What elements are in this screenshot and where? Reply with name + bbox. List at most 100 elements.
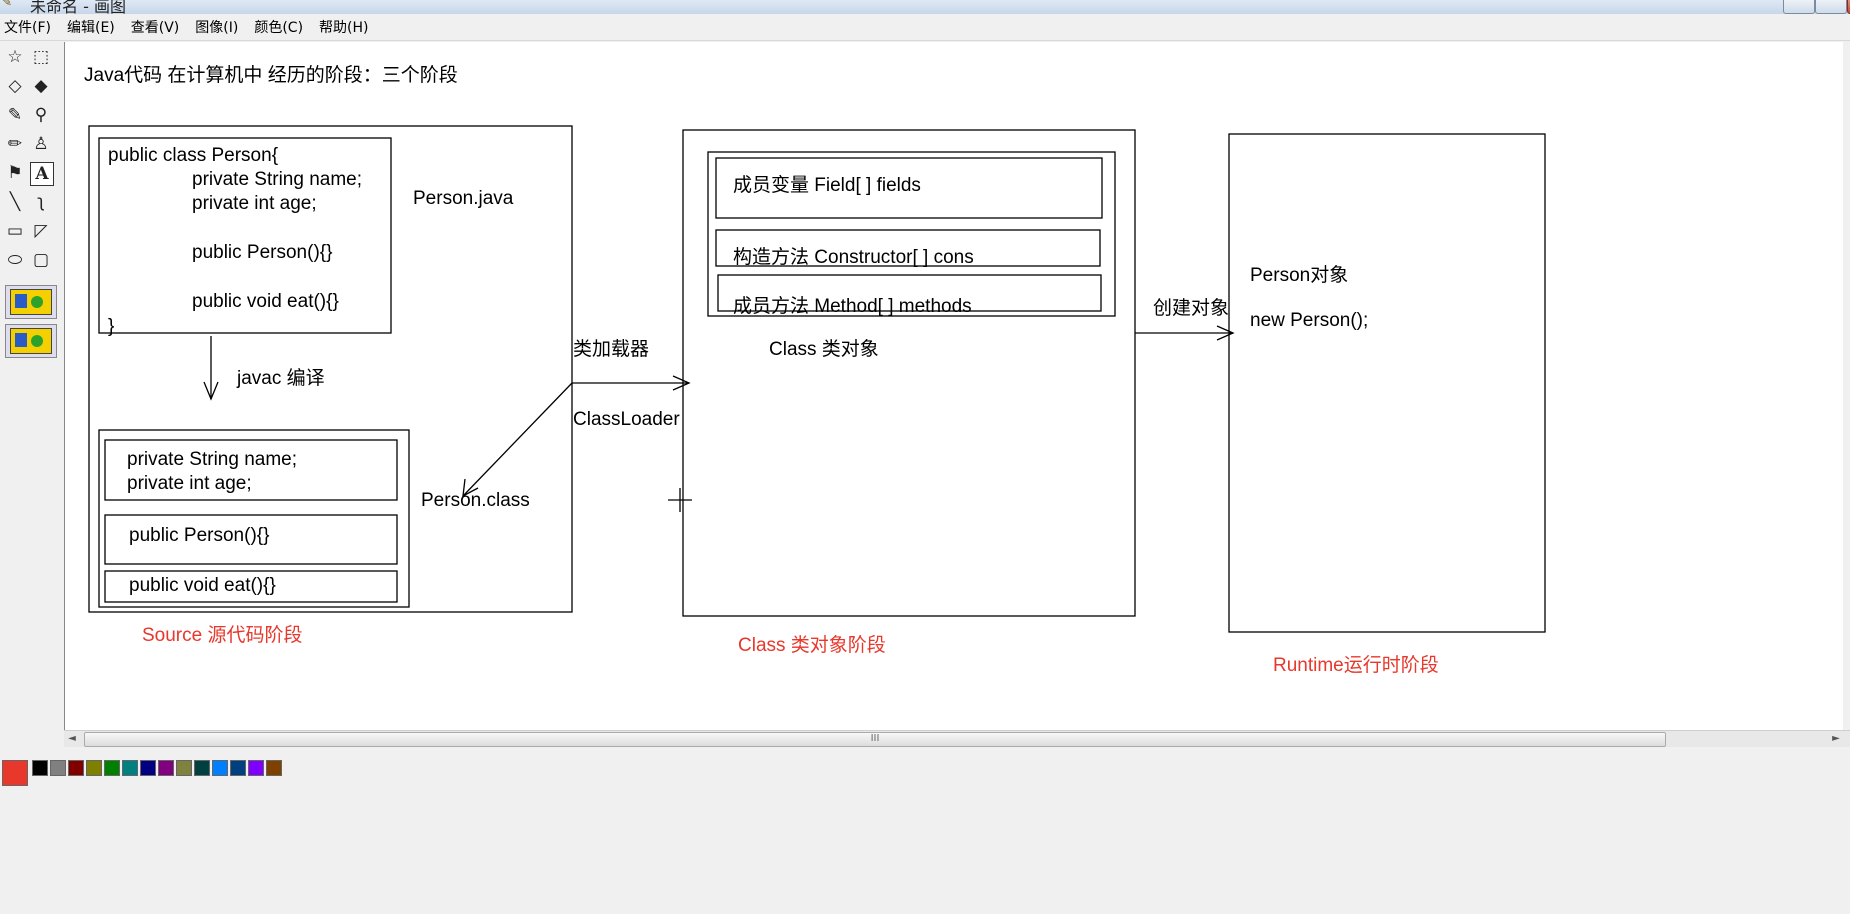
ellipse-tool-icon[interactable]: ⬭	[7, 250, 23, 270]
airbrush-icon[interactable]: ⚑	[7, 163, 23, 183]
scroll-thumb[interactable]: III	[84, 732, 1666, 747]
class-file-box	[98, 429, 410, 608]
window-title: 未命名 - 画图	[30, 0, 126, 14]
menu-colors[interactable]: 颜色(C)	[254, 20, 304, 36]
text-tool-icon[interactable]: A	[30, 162, 54, 186]
classloader-en-label: ClassLoader	[573, 409, 680, 430]
constructors-box	[715, 229, 1101, 267]
class-file-method: public void eat(){}	[129, 575, 276, 596]
current-color-indicator	[2, 760, 28, 786]
class-file-fields-box	[104, 439, 398, 501]
class-object-fields: 成员变量 Field[ ] fields	[733, 175, 921, 196]
polygon-tool-icon[interactable]: ◸	[34, 221, 48, 241]
runtime-new-label: new Person();	[1250, 310, 1369, 331]
javac-arrow-head	[203, 381, 219, 401]
source-code-box	[98, 137, 392, 334]
class-object-box	[707, 151, 1116, 317]
class-file-method-box	[104, 570, 398, 603]
drawing-canvas[interactable]: Java代码 在计算机中 经历的阶段：三个阶段 public class Per…	[64, 42, 1843, 730]
pencil-icon[interactable]: ✏	[7, 134, 23, 154]
methods-box	[717, 274, 1102, 312]
horizontal-scrollbar[interactable]: ◄ III ►	[64, 730, 1850, 747]
swatch-steel-blue[interactable]	[230, 760, 246, 776]
runtime-stage-box	[1228, 133, 1546, 633]
code-line-age: private int age;	[192, 193, 317, 214]
rounded-rect-tool-icon[interactable]: ▢	[32, 250, 50, 270]
swatch-teal[interactable]	[122, 760, 138, 776]
code-line-ctor: public Person(){}	[192, 242, 333, 263]
menu-image[interactable]: 图像(I)	[195, 20, 239, 36]
swatch-violet[interactable]	[248, 760, 264, 776]
opaque-option-icon	[10, 289, 52, 315]
runtime-stage-label: Runtime运行时阶段	[1273, 655, 1439, 676]
brush-icon[interactable]: ♙	[33, 134, 49, 154]
swatch-navy[interactable]	[140, 760, 156, 776]
classloader-cn-label: 类加载器	[573, 339, 650, 360]
title-bar: ✎ 未命名 - 画图	[0, 0, 1850, 14]
curve-tool-icon[interactable]: ʅ	[37, 192, 45, 212]
swatch-brown[interactable]	[266, 760, 282, 776]
create-object-arrow-head	[1216, 325, 1235, 341]
fields-box	[715, 157, 1103, 219]
maximize-button[interactable]	[1815, 0, 1847, 14]
source-stage-label: Source 源代码阶段	[142, 625, 303, 646]
color-palette	[0, 756, 1850, 914]
javac-label: javac 编译	[237, 368, 325, 389]
class-file-fields-2: private int age;	[127, 473, 252, 494]
magnifier-icon[interactable]: ⚲	[34, 105, 48, 125]
class-object-methods: 成员方法 Method[ ] methods	[733, 296, 972, 317]
menu-view[interactable]: 查看(V)	[130, 20, 180, 36]
runtime-object-label: Person对象	[1250, 265, 1349, 286]
class-stage-box	[682, 129, 1136, 617]
class-object-constructors: 构造方法 Constructor[ ] cons	[733, 247, 974, 268]
menu-file[interactable]: 文件(F)	[4, 20, 51, 36]
swatch-sky-blue[interactable]	[212, 760, 228, 776]
free-select-icon[interactable]: ☆	[7, 47, 23, 67]
menu-help[interactable]: 帮助(H)	[319, 20, 369, 36]
text-transparent-option[interactable]	[5, 324, 57, 358]
class-file-arrow-head	[462, 478, 479, 498]
transparent-option-icon	[10, 328, 52, 354]
create-object-label: 创建对象	[1153, 298, 1230, 319]
canvas-frame: Java代码 在计算机中 经历的阶段：三个阶段 public class Per…	[64, 42, 1843, 730]
eraser-icon[interactable]: ◇	[8, 76, 22, 96]
swatch-khaki[interactable]	[176, 760, 192, 776]
scroll-left-arrow-icon[interactable]: ◄	[68, 733, 76, 744]
diagram-lines	[88, 125, 1546, 633]
class-stage-label: Class 类对象阶段	[738, 635, 886, 656]
code-line-close: }	[108, 316, 115, 337]
swatch-green[interactable]	[104, 760, 120, 776]
swatch-olive[interactable]	[86, 760, 102, 776]
close-button[interactable]	[1847, 0, 1850, 14]
code-line-name: private String name;	[192, 169, 363, 190]
fill-icon[interactable]: ◆	[34, 76, 48, 96]
code-line-method: public void eat(){}	[192, 291, 339, 312]
source-stage-box	[88, 125, 573, 613]
class-file-ctor: public Person(){}	[129, 525, 270, 546]
menu-edit[interactable]: 编辑(E)	[66, 20, 115, 36]
rect-select-icon[interactable]: ⬚	[32, 47, 50, 67]
menu-bar: 文件(F) 编辑(E) 查看(V) 图像(I) 颜色(C) 帮助(H)	[0, 14, 1850, 41]
diagram-heading: Java代码 在计算机中 经历的阶段：三个阶段	[84, 65, 458, 86]
paint-app-icon: ✎	[2, 0, 13, 9]
swatch-black[interactable]	[32, 760, 48, 776]
swatch-purple[interactable]	[158, 760, 174, 776]
tool-box: ☆ ⬚ ◇ ◆ ✎ ⚲ ✏ ♙ ⚑ A ╲ ʅ ▭ ◸ ⬭ ▢	[0, 42, 64, 730]
class-object-label: Class 类对象	[769, 339, 879, 360]
text-opaque-option[interactable]	[5, 285, 57, 319]
person-java-label: Person.java	[413, 188, 514, 209]
rectangle-tool-icon[interactable]: ▭	[6, 221, 24, 241]
code-line-class: public class Person{	[108, 145, 279, 166]
scroll-right-arrow-icon[interactable]: ►	[1832, 733, 1840, 744]
swatch-dark-teal[interactable]	[194, 760, 210, 776]
class-file-ctor-box	[104, 514, 398, 565]
class-file-fields-1: private String name;	[127, 449, 298, 470]
person-class-label: Person.class	[421, 490, 530, 511]
eyedropper-icon[interactable]: ✎	[7, 105, 23, 125]
swatch-maroon[interactable]	[68, 760, 84, 776]
minimize-button[interactable]	[1783, 0, 1815, 14]
line-tool-icon[interactable]: ╲	[9, 192, 21, 212]
classloader-arrow-head	[672, 375, 691, 391]
class-file-connector	[462, 382, 573, 497]
swatch-gray[interactable]	[50, 760, 66, 776]
